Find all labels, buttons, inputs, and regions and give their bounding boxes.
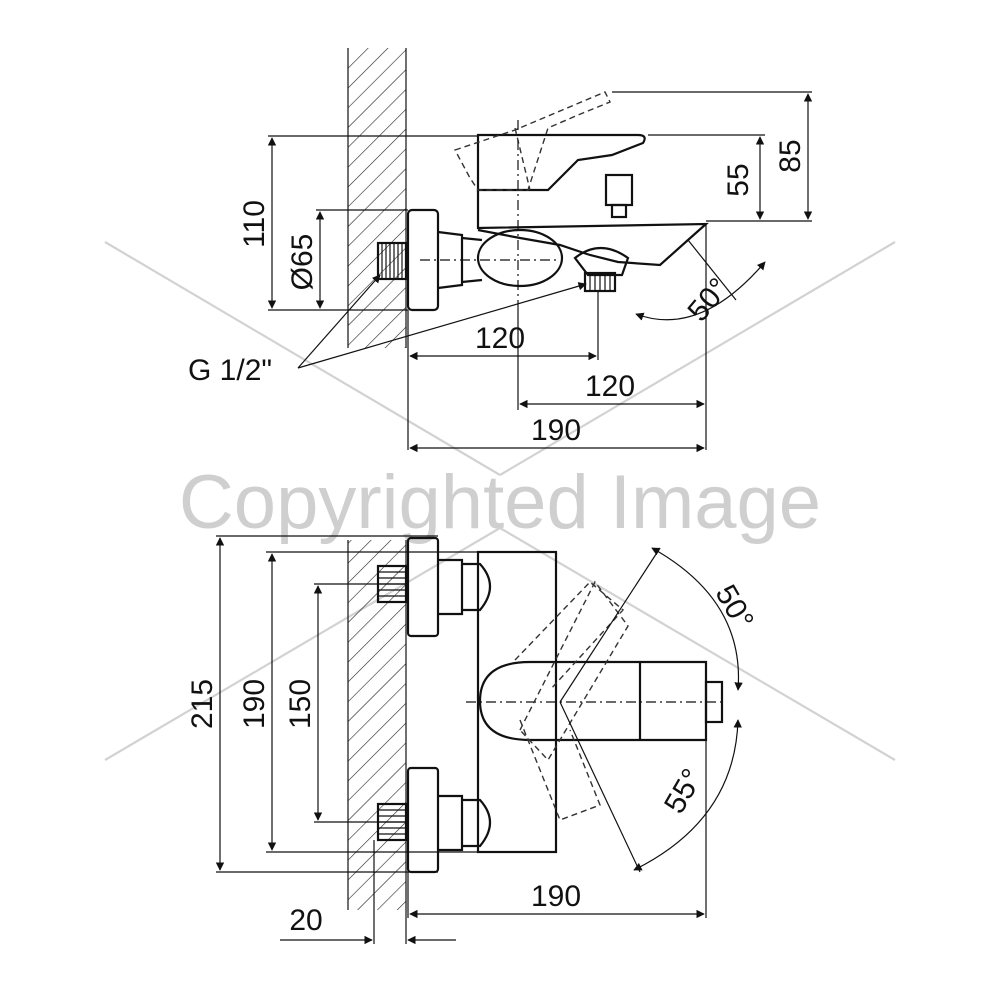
dim-angle-50-top: 50°	[709, 579, 760, 635]
dim-190-v: 190	[238, 679, 271, 729]
lever-ghost-upper	[519, 580, 629, 762]
diverter-button	[604, 173, 634, 207]
diverter-knob	[476, 228, 564, 288]
dim-55: 55	[722, 163, 755, 196]
dim-20: 20	[289, 904, 322, 937]
wall-flange	[406, 208, 440, 312]
dim-85: 85	[774, 139, 807, 172]
thread-label: G 1/2"	[188, 354, 272, 387]
thread-connector	[376, 241, 408, 281]
dim-120-a: 120	[475, 322, 525, 355]
top-view: 50° 55° 215 190 150 190 20	[186, 535, 760, 945]
dim-190-side: 190	[531, 414, 581, 447]
mixer-body	[476, 133, 646, 192]
lever-top	[478, 660, 708, 742]
watermark-text: Copyrighted Image	[179, 460, 821, 545]
watermark: Copyrighted Image	[104, 241, 896, 761]
lower-flange	[406, 766, 440, 874]
wall-hatch	[348, 48, 406, 348]
side-view: 110 Ø65 55 85 50° 120 120 190 G 1/2"	[188, 48, 813, 453]
lever-handle-ghost	[453, 91, 611, 191]
dim-190-h: 190	[531, 880, 581, 913]
dim-150: 150	[284, 679, 317, 729]
dim-angle-50-side: 50°	[681, 272, 735, 328]
upper-flange	[406, 536, 440, 638]
dim-angle-55-top: 55°	[658, 763, 709, 819]
dim-d65: Ø65	[286, 234, 319, 291]
dim-120-b: 120	[585, 370, 635, 403]
lever-ghost-lower	[514, 581, 625, 821]
dim-110: 110	[238, 200, 271, 248]
dim-215: 215	[186, 679, 219, 729]
